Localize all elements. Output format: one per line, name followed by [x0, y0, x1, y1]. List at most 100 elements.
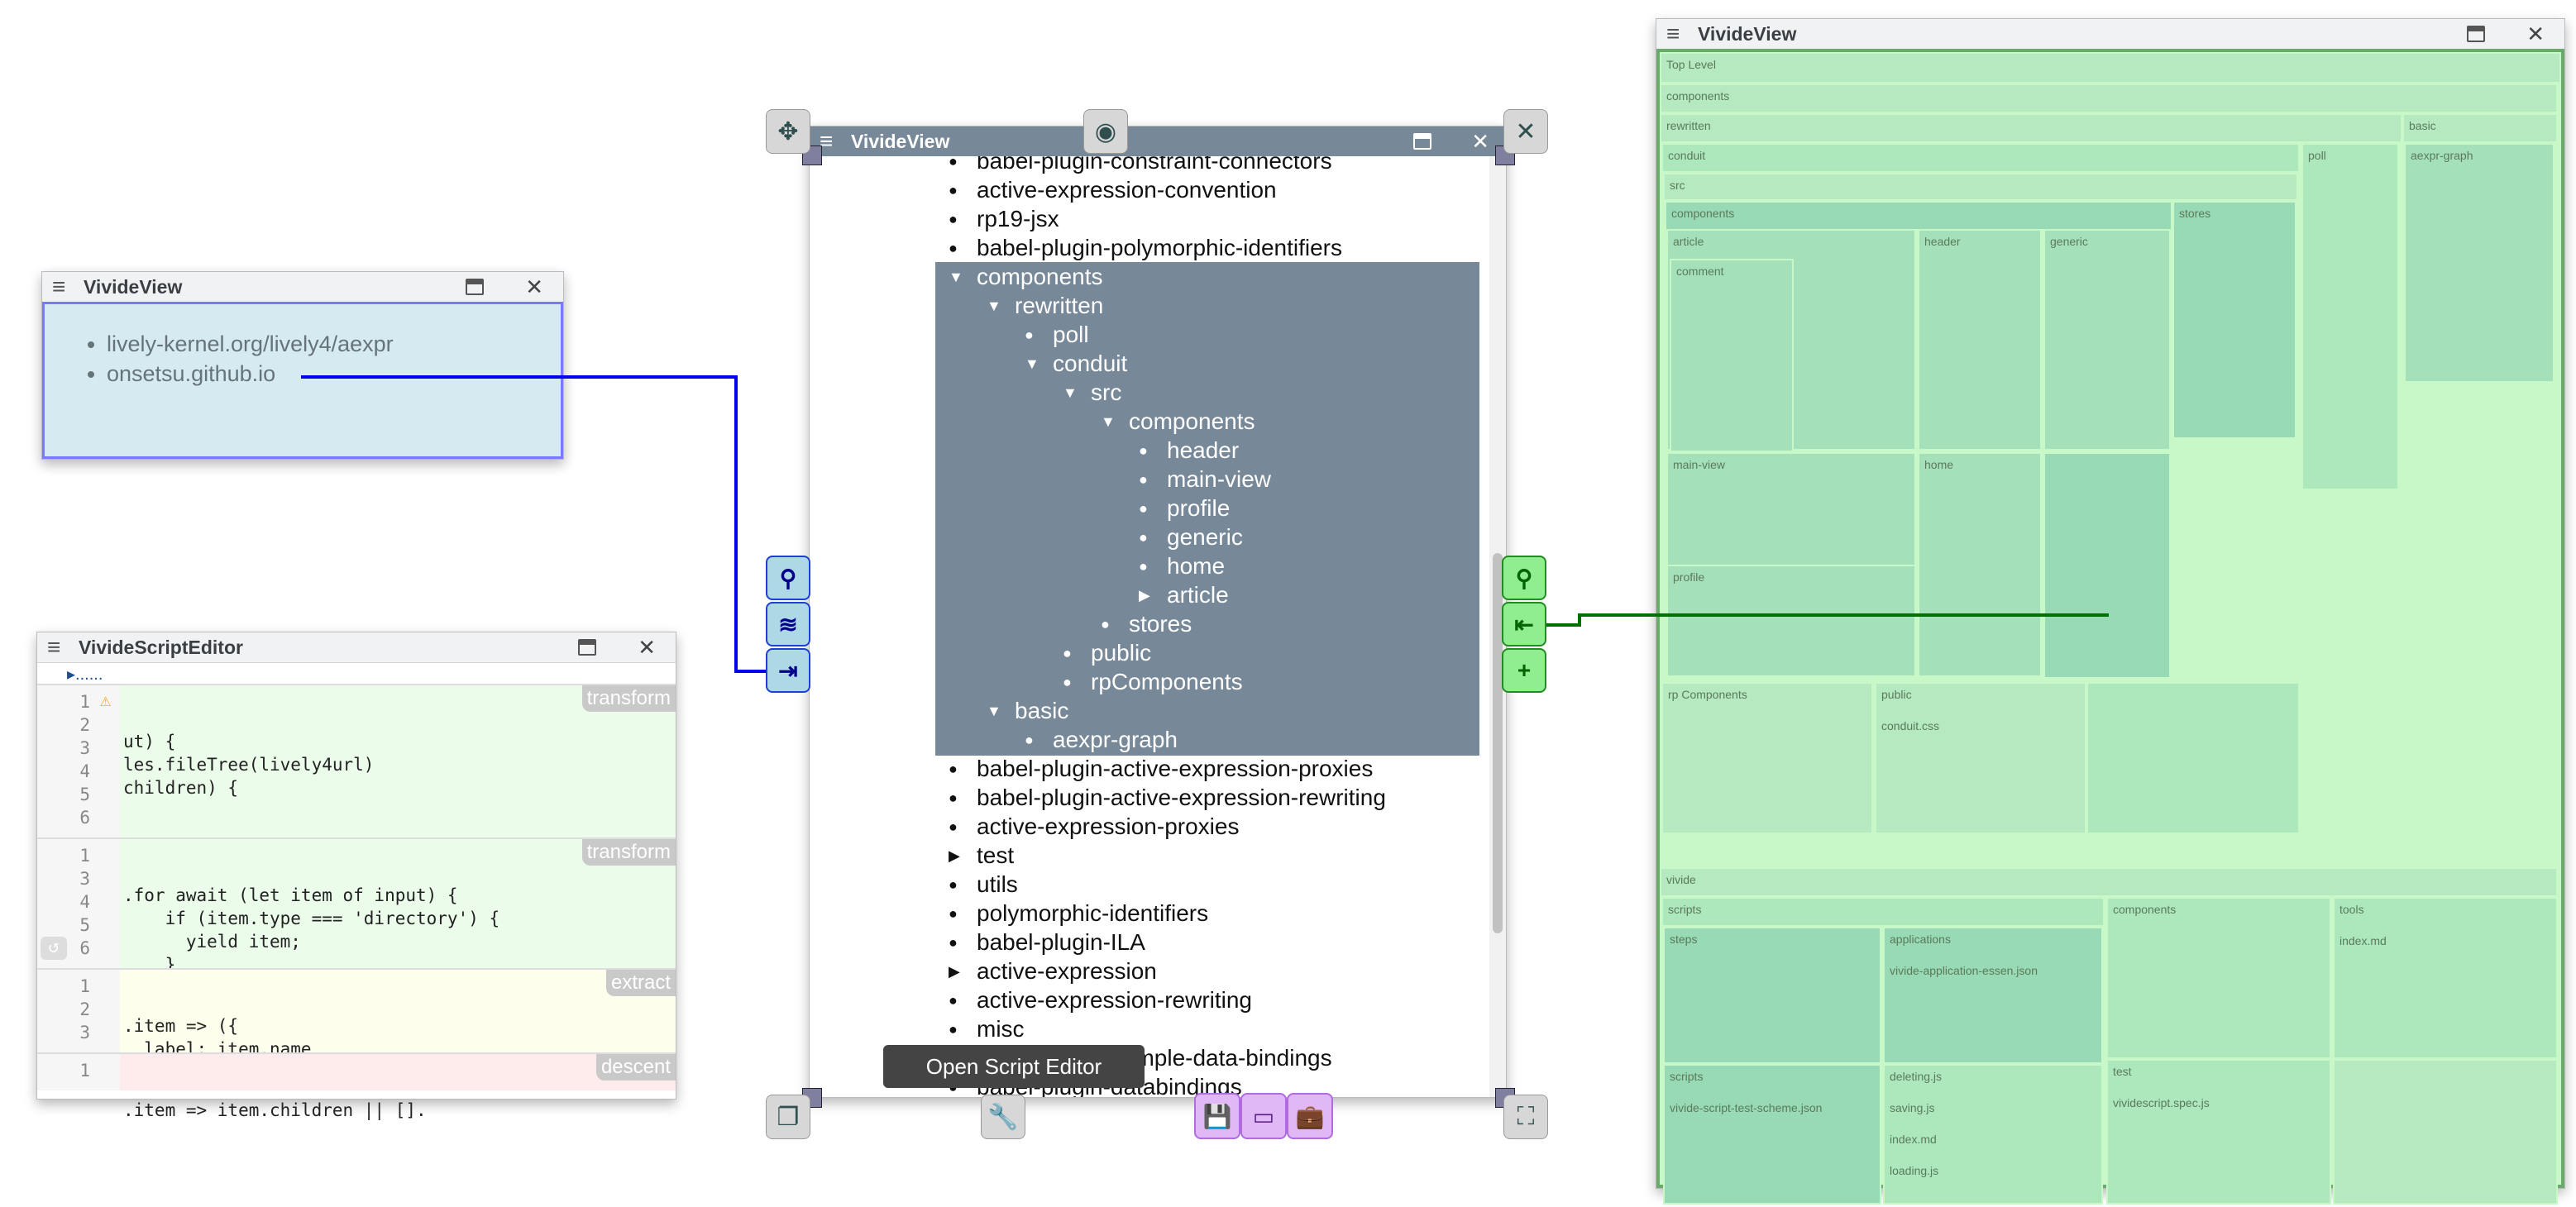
treemap-cell[interactable]: rewritten — [1660, 113, 2402, 143]
tree-row[interactable]: ▼components — [1101, 407, 1255, 437]
tree-row[interactable]: ▼rewritten — [987, 291, 1103, 321]
treemap-cell[interactable]: conduit — [1661, 143, 2300, 173]
caret-down-icon[interactable]: ▼ — [987, 703, 1001, 719]
caret-down-icon[interactable]: ▼ — [1101, 413, 1116, 430]
treemap-cell[interactable]: rp Components — [1661, 682, 1873, 834]
menu-icon[interactable]: ≡ — [1666, 21, 1680, 46]
code-editor[interactable]: .for await (let item of input) { if (ite… — [123, 885, 500, 998]
treemap-cell[interactable]: profile — [1666, 565, 1916, 677]
tree-row[interactable]: ●header — [1139, 436, 1239, 465]
script-block-descent[interactable]: 1 .item => item.children || []. descent — [37, 1052, 676, 1120]
window-titlebar[interactable]: ≡ VivideView ✕ — [42, 272, 563, 303]
tree-row[interactable]: ●rp19-jsx — [949, 204, 1059, 234]
maximize-icon[interactable] — [578, 639, 596, 656]
tree-row[interactable]: ●aexpr-graph — [1025, 725, 1178, 755]
treemap-cell[interactable]: steps — [1663, 927, 1881, 1064]
undo-icon[interactable]: ↺ — [41, 937, 67, 960]
scrollbar-thumb[interactable] — [1493, 553, 1503, 933]
tree-row[interactable]: ▼components — [949, 262, 1103, 292]
maximize-icon[interactable] — [466, 279, 484, 295]
tree-row[interactable]: ▼basic — [987, 696, 1068, 726]
list-item[interactable]: lively-kernel.org/lively4/aexpr — [107, 329, 561, 359]
fullscreen-button[interactable]: ⛶ — [1503, 1095, 1548, 1139]
open-script-editor-button[interactable]: 🔧 — [981, 1095, 1025, 1139]
save-button[interactable]: 💾 — [1194, 1093, 1240, 1139]
treemap-cell[interactable]: main-view — [1666, 452, 1916, 566]
toolbox-button[interactable]: 💼 — [1287, 1093, 1333, 1139]
list-item[interactable]: onsetsu.github.io — [107, 359, 561, 389]
window-titlebar[interactable]: ≡ VivideView ✕ — [1656, 19, 2564, 50]
caret-down-icon[interactable]: ▼ — [1063, 384, 1078, 401]
treemap-cell[interactable]: Top Level — [1660, 52, 2561, 83]
maximize-icon[interactable] — [1413, 133, 1431, 150]
treemap-cell[interactable] — [2086, 682, 2300, 834]
tree-row[interactable]: ●utils — [949, 870, 1018, 899]
tree-row[interactable]: ▼src — [1063, 378, 1121, 408]
inspect-button[interactable]: ◉ — [1083, 109, 1128, 154]
treemap-cell[interactable]: poll — [2301, 143, 2399, 490]
tree-row[interactable]: ●active-expression-rewriting — [949, 985, 1252, 1015]
treemap-cell[interactable]: scripts — [1661, 897, 2105, 927]
treemap-cell[interactable]: home — [1918, 452, 2042, 677]
input-port-button[interactable]: ⇥ — [766, 648, 810, 693]
close-halo-button[interactable]: ✕ — [1503, 109, 1548, 154]
window-titlebar[interactable]: ≡ VivideScriptEditor ✕ — [37, 632, 676, 663]
treemap-cell[interactable]: src — [1663, 173, 2298, 201]
search-input-button[interactable]: ⚲ — [766, 556, 810, 600]
caret-down-icon[interactable]: ▼ — [1025, 355, 1039, 372]
code-editor[interactable]: .item => item.children || []. — [123, 1100, 427, 1120]
treemap-cell[interactable]: vivide — [1660, 867, 2558, 897]
window-titlebar[interactable]: ≡ VivideView ✕ — [810, 126, 1506, 156]
tree-row[interactable]: ▼conduit — [1025, 349, 1127, 379]
treemap-cell[interactable]: comment — [1670, 259, 1794, 452]
tree-row[interactable]: ▶test — [949, 841, 1014, 871]
tree-list[interactable]: ●babel-plugin-constraint-connectors ●acti… — [810, 156, 1486, 1097]
treemap-cell[interactable] — [2043, 452, 2171, 679]
window-button[interactable]: ▭ — [1240, 1093, 1287, 1139]
treemap-cell[interactable]: generic — [2043, 229, 2171, 451]
treemap-cell[interactable]: header — [1918, 229, 2042, 451]
code-editor[interactable]: ut) {les.fileTree(lively4url)children) { — [123, 732, 375, 798]
tree-row[interactable]: ●home — [1139, 551, 1225, 581]
treemap-cell[interactable]: components — [2106, 897, 2331, 1059]
tree-row[interactable]: ●profile — [1139, 494, 1230, 523]
tree-row[interactable]: ●babel-plugin-polymorphic-identifiers — [949, 233, 1342, 263]
warning-icon[interactable]: ⚠ — [100, 690, 112, 711]
menu-icon[interactable]: ≡ — [820, 128, 834, 154]
tree-row[interactable]: ●main-view — [1139, 465, 1271, 494]
treemap-cell[interactable]: components — [1665, 201, 2172, 231]
add-button[interactable]: + — [1502, 648, 1546, 693]
tree-row[interactable]: ●stores — [1101, 609, 1192, 639]
tree-row[interactable]: ●generic — [1139, 522, 1243, 552]
caret-right-icon[interactable]: ▶ — [949, 847, 960, 864]
copy-button[interactable]: ❐ — [766, 1095, 810, 1139]
tree-row[interactable]: ●polymorphic-identifiers — [949, 899, 1208, 928]
maximize-icon[interactable] — [2467, 26, 2485, 42]
tree-row[interactable]: ▶active-expression — [949, 957, 1157, 986]
caret-right-icon[interactable]: ▶ — [949, 963, 960, 980]
tree-row[interactable]: ●babel-plugin-ILA — [949, 928, 1145, 957]
treemap-cell[interactable]: basic — [2402, 113, 2558, 143]
caret-down-icon[interactable]: ▼ — [987, 298, 1001, 314]
script-block-extract[interactable]: 123 .item => ({ label: item.name}). extr… — [37, 968, 676, 1082]
breadcrumb[interactable]: ▸...... — [67, 666, 103, 684]
search-output-button[interactable]: ⚲ — [1502, 556, 1546, 600]
tree-row[interactable]: ●babel-plugin-constraint-connectors — [949, 156, 1332, 176]
menu-icon[interactable]: ≡ — [47, 634, 61, 660]
treemap-cell[interactable] — [2333, 1059, 2558, 1205]
scrollbar[interactable] — [1489, 156, 1506, 1097]
tree-row[interactable]: ●rpComponents — [1063, 667, 1243, 697]
tree-row[interactable]: ●misc — [949, 1014, 1025, 1044]
tree-row[interactable]: ●poll — [1025, 320, 1089, 350]
menu-icon[interactable]: ≡ — [52, 274, 66, 299]
close-icon[interactable]: ✕ — [1471, 128, 1489, 154]
tree-row[interactable]: ●active-expression-proxies — [949, 812, 1239, 842]
treemap-cell[interactable]: aexpr-graph — [2404, 143, 2554, 383]
